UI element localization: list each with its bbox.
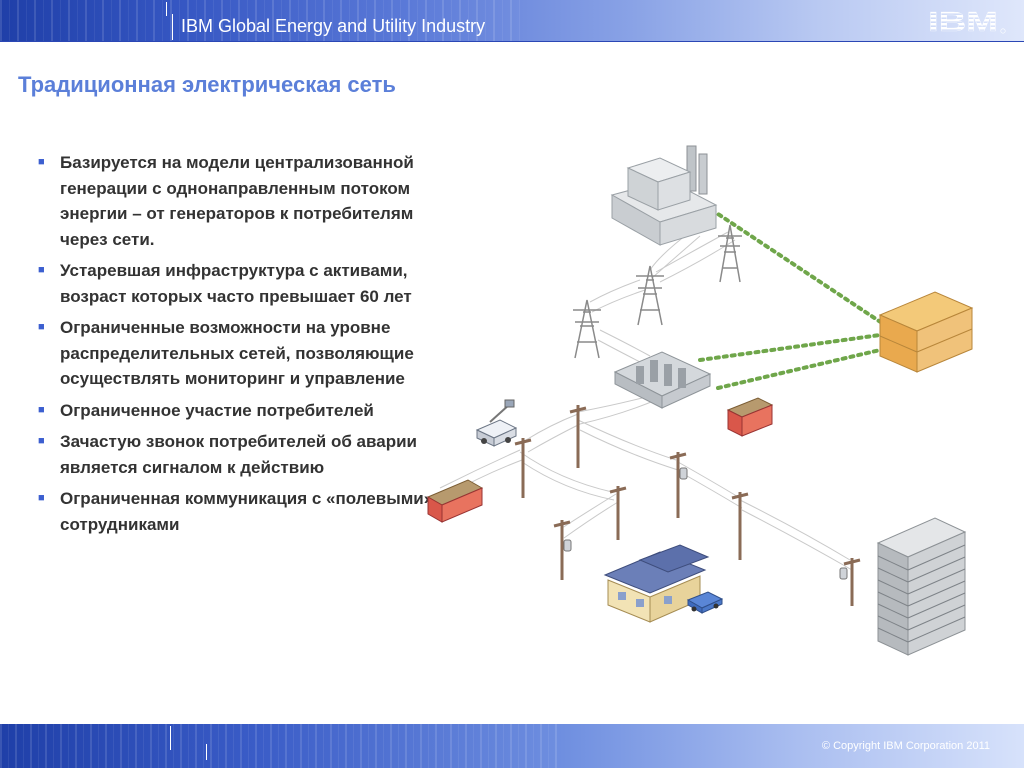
house-icon <box>603 544 710 623</box>
transformer-box-left <box>426 479 484 523</box>
bullet-list: ■ Базируется на модели централизованной г… <box>38 150 438 543</box>
footer-texture <box>0 724 560 768</box>
bullet-item: ■ Ограниченная коммуникация с «полевыми» … <box>38 486 438 537</box>
transmission-towers <box>573 224 742 359</box>
bullet-text: Ограниченная коммуникация с «полевыми» с… <box>60 489 434 534</box>
bullet-text: Ограниченное участие потребителей <box>60 400 374 420</box>
apartment-building <box>876 517 967 656</box>
bullet-text: Зачастую звонок потребителей об аварии я… <box>60 432 417 477</box>
ibm-logo-text: IBM <box>928 7 998 37</box>
bullet-item: ■ Устаревшая инфраструктура с активами, в… <box>38 258 438 309</box>
bullet-marker-icon: ■ <box>38 156 45 168</box>
copyright-text: © Copyright IBM Corporation 2011 <box>821 740 990 752</box>
commercial-building <box>878 291 974 373</box>
bullet-marker-icon: ■ <box>38 435 45 447</box>
header-title: IBM Global Energy and Utility Industry <box>181 16 486 36</box>
bullet-item: ■ Ограниченное участие потребителей <box>38 398 438 424</box>
bullet-marker-icon: ■ <box>38 321 45 333</box>
bullet-item: ■ Ограниченные возможности на уровне расп… <box>38 315 438 392</box>
header-texture <box>0 0 520 42</box>
power-plant <box>610 145 718 246</box>
bullet-marker-icon: ■ <box>38 264 45 276</box>
car-icon <box>686 591 724 614</box>
grid-illustration <box>426 145 974 656</box>
bullet-text: Базируется на модели централизованной ге… <box>60 153 414 249</box>
header-divider <box>172 14 173 40</box>
bullet-marker-icon: ■ <box>38 492 45 504</box>
transformer-box <box>726 397 774 437</box>
footer-divider-small <box>206 744 207 760</box>
substation <box>613 351 712 409</box>
footer-divider <box>170 726 171 750</box>
header-divider-top <box>166 2 167 16</box>
header-underline <box>0 41 1024 42</box>
ibm-logo: IBM <box>928 7 1006 37</box>
bullet-text: Ограниченные возможности на уровне распр… <box>60 318 414 388</box>
bullet-item: ■ Зачастую звонок потребителей об аварии … <box>38 429 438 480</box>
bullet-text: Устаревшая инфраструктура с активами, во… <box>60 261 412 306</box>
utility-truck-icon <box>475 399 518 447</box>
page-title: Традиционная электрическая сеть <box>18 72 396 97</box>
bullet-marker-icon: ■ <box>38 403 45 416</box>
footer-bar: © Copyright IBM Corporation 2011 <box>0 724 1024 768</box>
comm-links <box>698 208 887 390</box>
header-bar: IBM Global Energy and Utility Industry I… <box>0 0 1024 42</box>
pole-transformers <box>563 467 848 580</box>
distribution-poles <box>514 405 861 606</box>
bullet-item: ■ Базируется на модели централизованной г… <box>38 150 438 252</box>
